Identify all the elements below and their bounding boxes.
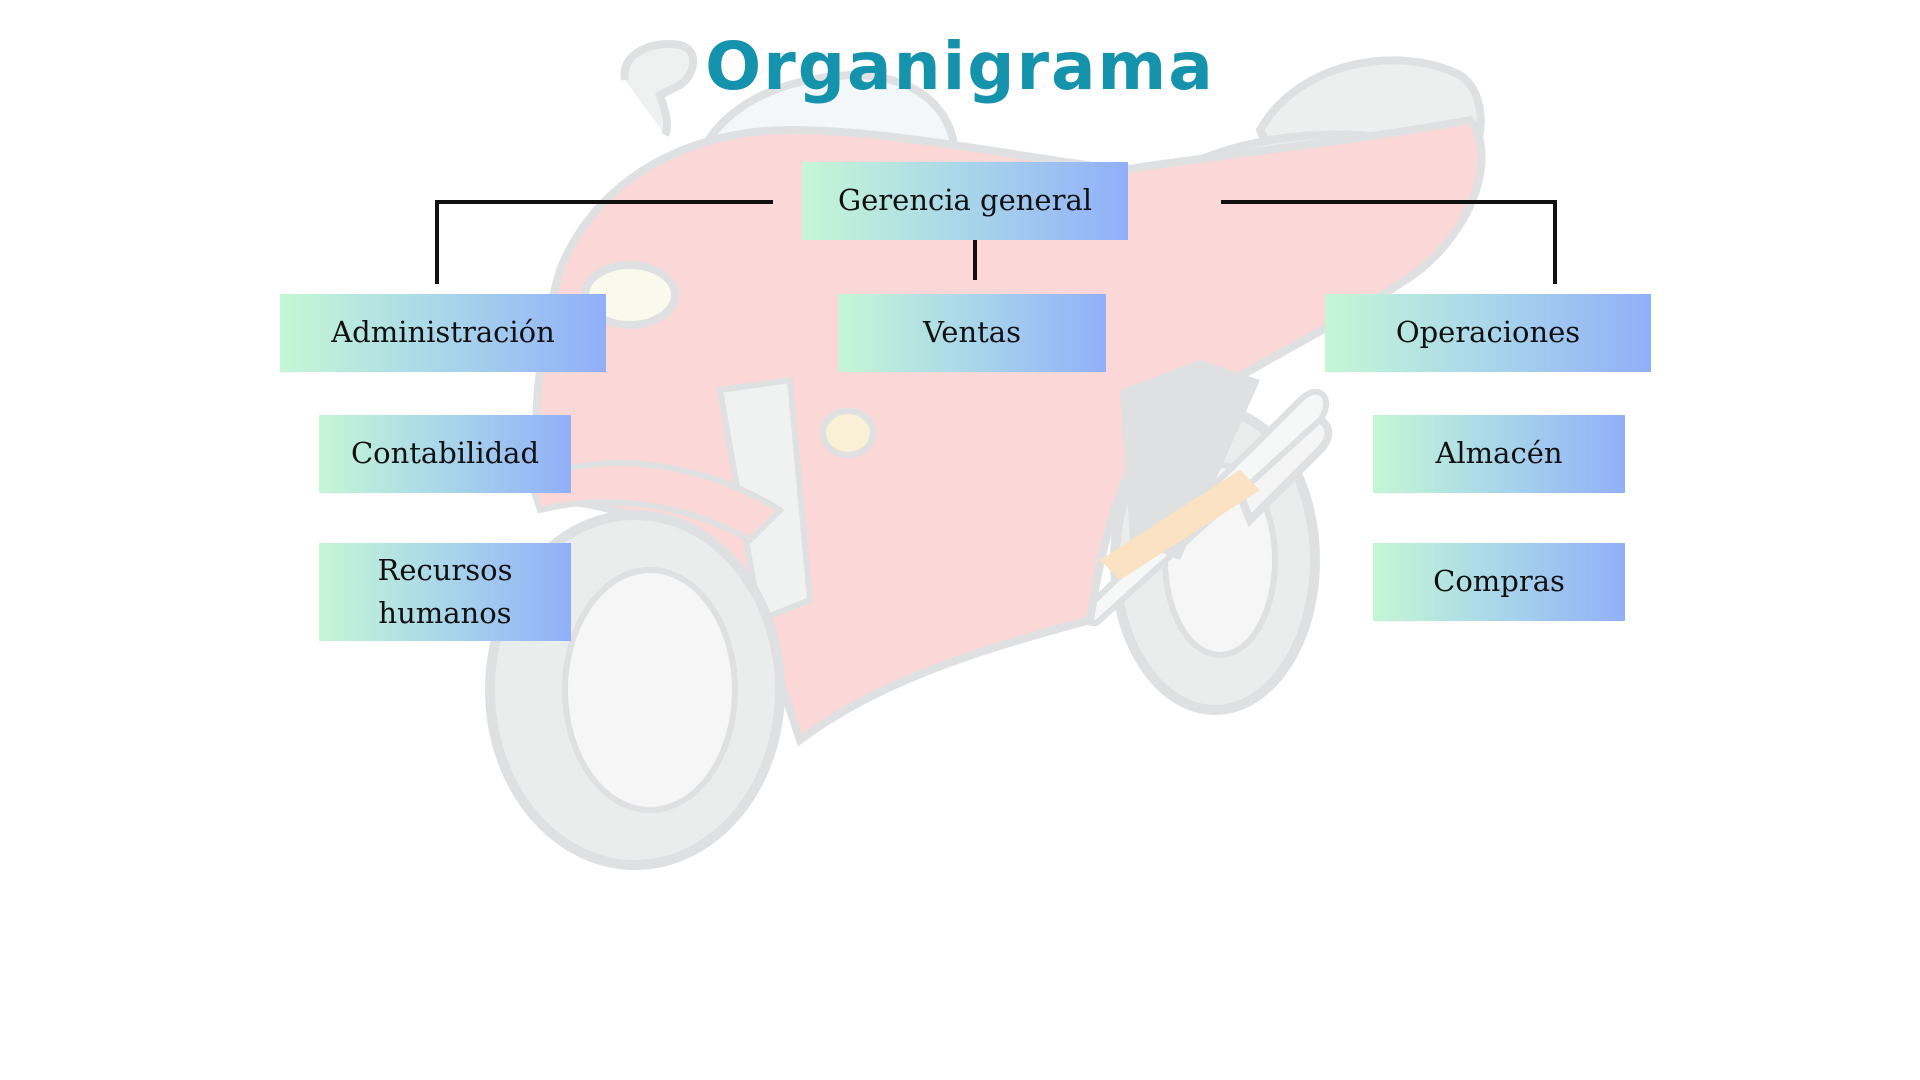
connector-root-to-admin [435,200,773,284]
connector-root-to-ops [1221,200,1557,284]
node-recursos-humanos: Recursos humanos [319,543,571,641]
node-administracion: Administración [280,294,606,372]
node-contabilidad: Contabilidad [319,415,571,493]
node-ventas: Ventas [838,294,1106,372]
node-almacen: Almacén [1373,415,1625,493]
chart-title: Organigrama [705,28,1215,105]
node-operaciones: Operaciones [1325,294,1651,372]
node-gerencia-general: Gerencia general [802,162,1128,240]
node-compras: Compras [1373,543,1625,621]
